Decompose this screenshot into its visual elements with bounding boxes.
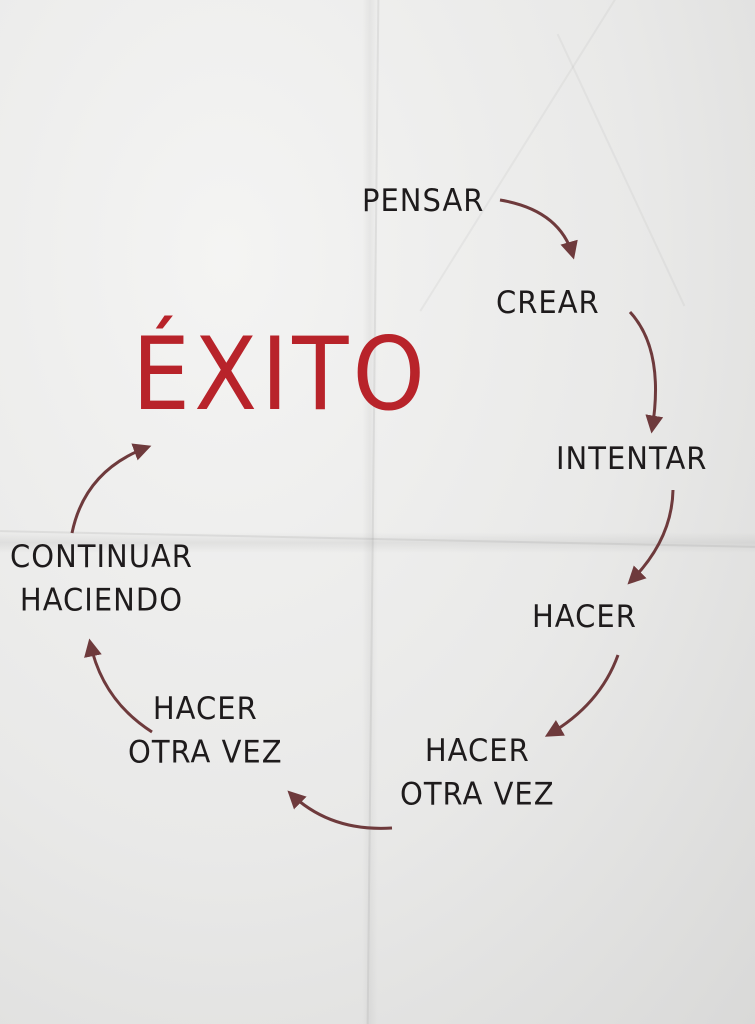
arrow-continuar-to-exito [70, 443, 152, 534]
step-label: INTENTAR [556, 439, 708, 477]
step-continuar-haciendo: CONTINUAR HACIENDO [10, 535, 193, 621]
arrow-intentar-to-hacer [627, 489, 675, 585]
step-label-line-1: CONTINUAR [10, 538, 193, 575]
step-intentar: INTENTAR [556, 436, 707, 479]
arrow-hacer-to-hacer-otra-vez [544, 654, 620, 737]
step-label: PENSAR [362, 181, 485, 219]
step-hacer: HACER [532, 594, 637, 637]
step-hacer-otra-vez-left: HACER OTRA VEZ [128, 687, 283, 773]
step-label-line-1: HACER [424, 732, 530, 769]
arrow-hacer-otra-vez-to-hacer-otra-vez [287, 790, 393, 830]
arrow-pensar-to-crear [499, 198, 578, 260]
step-crear: CREAR [496, 280, 600, 323]
step-pensar: PENSAR [362, 178, 484, 221]
step-hacer-otra-vez-right: HACER OTRA VEZ [400, 729, 555, 815]
arrow-hacer-otra-vez-to-continuar [84, 638, 153, 734]
step-label-line-2: OTRA VEZ [400, 775, 555, 812]
step-label: HACER [532, 597, 637, 635]
arrow-crear-to-intentar [628, 310, 664, 434]
step-label-line-2: HACIENDO [19, 581, 184, 618]
step-label-line-2: OTRA VEZ [128, 733, 283, 770]
step-label-line-1: HACER [152, 690, 258, 727]
step-label: CREAR [496, 283, 600, 321]
success-title: ÉXITO [132, 315, 429, 434]
